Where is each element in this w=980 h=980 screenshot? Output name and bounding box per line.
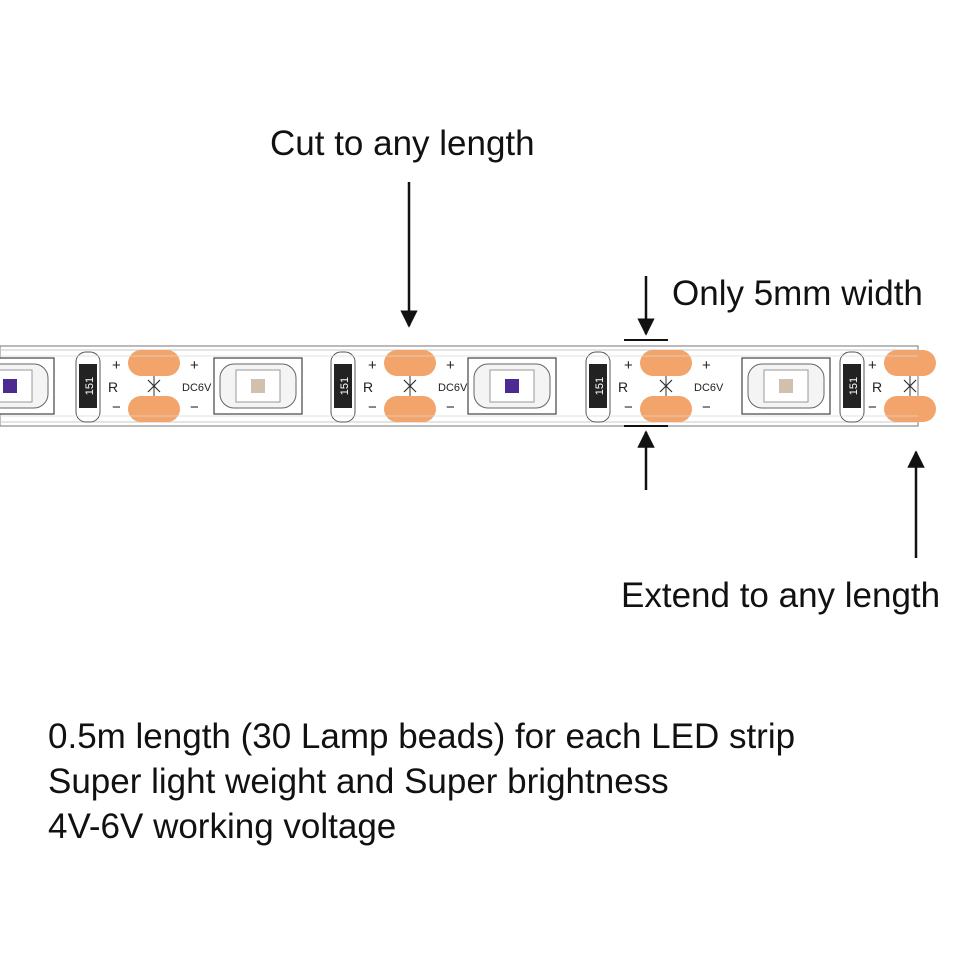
voltage-label: DC6V bbox=[182, 382, 212, 394]
spec-length: 0.5m length (30 Lamp beads) for each LED… bbox=[48, 717, 796, 756]
scissor-mark bbox=[147, 379, 161, 393]
resistor-code: 151 bbox=[594, 377, 606, 395]
resistor-letter: R bbox=[618, 379, 628, 395]
plus-sign: + bbox=[112, 357, 121, 374]
plus-sign: + bbox=[624, 357, 633, 374]
voltage-label: DC6V bbox=[438, 382, 468, 394]
resistor-body bbox=[843, 364, 861, 408]
solder-pad-negative bbox=[128, 396, 180, 422]
spec-voltage: 4V-6V working voltage bbox=[48, 807, 397, 846]
solder-pad-positive bbox=[384, 350, 436, 376]
led-chip bbox=[505, 379, 519, 393]
solder-pad-positive bbox=[884, 350, 936, 376]
resistor-code: 151 bbox=[84, 377, 96, 395]
plus-sign: + bbox=[368, 357, 377, 374]
solder-pad-negative bbox=[384, 396, 436, 422]
plus-sign: + bbox=[190, 357, 199, 374]
plus-sign: + bbox=[702, 357, 711, 374]
scissor-mark bbox=[903, 379, 917, 393]
minus-sign: − bbox=[624, 399, 633, 416]
spec-list: 0.5m length (30 Lamp beads) for each LED… bbox=[48, 714, 795, 849]
resistor-letter: R bbox=[108, 379, 118, 395]
extend-callout: Extend to any length bbox=[621, 576, 941, 615]
resistor-code: 151 bbox=[339, 377, 351, 395]
strip-segments: 151 R 151 R 151 R 151 R + − + − DC6V + − + − DC6V + − + − DC6V… bbox=[0, 350, 936, 423]
scissor-mark bbox=[403, 379, 417, 393]
scissor-mark bbox=[659, 379, 673, 393]
resistor-code: 151 bbox=[848, 377, 860, 395]
resistor-body bbox=[334, 364, 352, 408]
solder-pad-negative bbox=[640, 396, 692, 422]
minus-sign: − bbox=[368, 399, 377, 416]
resistor-letter: R bbox=[363, 379, 373, 395]
voltage-label: DC6V bbox=[694, 382, 724, 394]
resistor-body bbox=[79, 364, 97, 408]
led-chip bbox=[251, 379, 265, 393]
led-chip bbox=[779, 379, 793, 393]
spec-weight: Super light weight and Super brightness bbox=[48, 762, 669, 801]
solder-pad-negative bbox=[884, 396, 936, 422]
led-strip: 151 R 151 R 151 R 151 R + − + − DC6V + − + − DC6V + − + − DC6V… bbox=[0, 345, 936, 427]
width-callout: Only 5mm width bbox=[672, 274, 923, 313]
plus-sign: + bbox=[868, 357, 877, 374]
solder-pad-positive bbox=[640, 350, 692, 376]
minus-sign: − bbox=[112, 399, 121, 416]
minus-sign: − bbox=[190, 399, 199, 416]
resistor-letter: R bbox=[872, 379, 882, 395]
minus-sign: − bbox=[702, 399, 711, 416]
solder-pad-positive bbox=[128, 350, 180, 376]
resistor-body bbox=[589, 364, 607, 408]
led-chip bbox=[3, 379, 17, 393]
cut-callout: Cut to any length bbox=[270, 124, 535, 163]
minus-sign: − bbox=[868, 399, 877, 416]
plus-sign: + bbox=[446, 357, 455, 374]
width-indicator bbox=[624, 276, 668, 490]
minus-sign: − bbox=[446, 399, 455, 416]
